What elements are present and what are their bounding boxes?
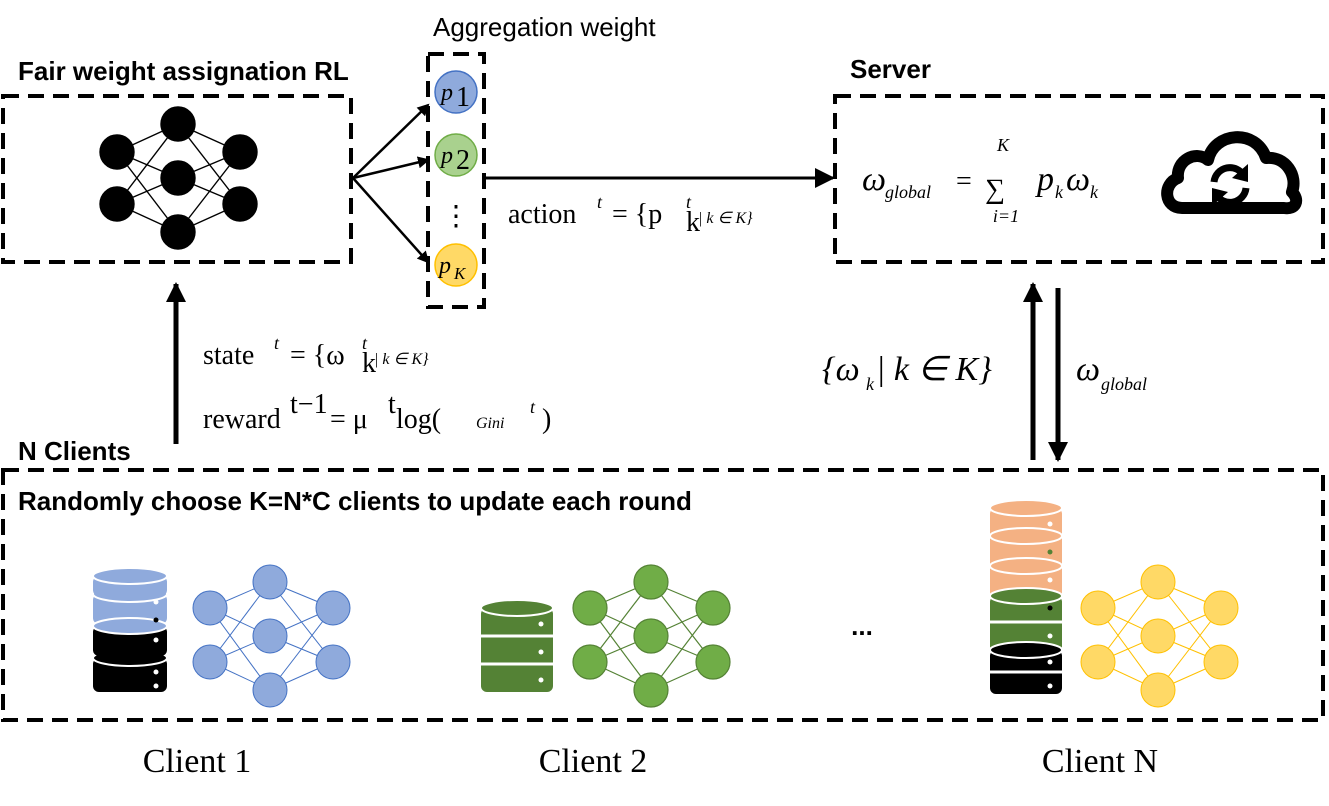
weight-p2-circle [434, 133, 478, 177]
weight-ellipsis: ⋮ [442, 201, 470, 232]
download-formula: ω global [1076, 351, 1147, 394]
server-title: Server [850, 54, 931, 84]
reward-log: log( [396, 404, 441, 435]
client-2-network [572, 564, 731, 708]
rl-output-arrows [352, 103, 430, 264]
upload-open: {ω [822, 351, 860, 388]
weight-p1-circle [434, 70, 478, 114]
clients-box [1, 468, 1325, 722]
reward-sup: t−1 [290, 389, 328, 420]
clients-ellipsis: ... [851, 611, 873, 641]
state-word: state [203, 340, 254, 371]
reward-gini-sup: t [530, 397, 536, 417]
sum-bottom: i=1 [993, 206, 1019, 226]
action-sup2: t [686, 192, 692, 212]
clients-title: N Clients [18, 436, 131, 466]
download-sub: global [1101, 374, 1147, 394]
aggregation-title: Aggregation weight [433, 12, 656, 42]
weight-pk: p K [434, 243, 478, 287]
client-1-label: Client 1 [143, 743, 252, 780]
state-rhs: = {ω [290, 340, 345, 371]
client-2-label: Client 2 [539, 743, 648, 780]
action-word: action [508, 199, 576, 230]
upload-formula: {ω k | k ∈ K} [822, 351, 992, 394]
weight-pk-label: p [437, 253, 451, 279]
download-omega: ω [1076, 351, 1100, 388]
reward-word: reward [203, 404, 281, 435]
action-formula: action t = {p k t | k ∈ K} [508, 192, 753, 238]
client-1-database [92, 567, 168, 692]
state-sup2: t [362, 333, 368, 353]
client-2-database [480, 599, 554, 692]
database-icon [989, 499, 1063, 694]
client-n-database [989, 499, 1063, 694]
state-sub: k [362, 348, 376, 379]
reward-formula: reward t−1 = μ t log( Gini t ) [203, 389, 551, 435]
weight-p2-sub: 2 [456, 145, 470, 176]
client-1-network [192, 564, 351, 708]
weight-p1: p 1 [434, 70, 478, 114]
global-aggregation-formula: ω global = ∑ K i=1 p k ω k [862, 135, 1099, 226]
client-n-network [1080, 564, 1239, 708]
server-box [833, 94, 1325, 264]
database-icon [92, 567, 168, 692]
client-n-label: Client N [1042, 743, 1158, 780]
database-icon [480, 599, 554, 692]
clients-subtitle: Randomly choose K=N*C clients to update … [18, 486, 692, 516]
global-omega-sub: global [885, 182, 931, 202]
weight-p2: p 2 [434, 133, 478, 177]
sum-term-p: p [1035, 161, 1054, 198]
action-sup: t [597, 192, 603, 212]
action-rhs: = {p [612, 199, 662, 230]
sum-sign: ∑ [985, 174, 1005, 205]
action-sub: k [686, 207, 700, 238]
neural-network-icon [99, 106, 258, 250]
weight-p2-label: p [439, 143, 453, 169]
upload-tail: | k ∈ K} [876, 351, 992, 388]
rl-box [1, 94, 353, 264]
state-tail: | k ∈ K} [374, 351, 429, 368]
upload-sub: k [866, 374, 875, 394]
sum-term-omega: ω [1066, 161, 1090, 198]
weight-p1-label: p [439, 80, 453, 106]
rl-title: Fair weight assignation RL [18, 56, 349, 86]
global-equals: = [956, 166, 972, 197]
weight-pk-circle [434, 243, 478, 287]
state-sup: t [274, 333, 280, 353]
reward-gini: Gini [476, 415, 504, 432]
weight-pk-sub: K [453, 264, 467, 283]
action-tail: | k ∈ K} [698, 210, 753, 227]
weight-p1-sub: 1 [456, 82, 470, 113]
reward-close: ) [542, 404, 551, 435]
global-omega: ω [862, 161, 886, 198]
sum-top: K [996, 135, 1010, 155]
reward-mu-sup: t [388, 389, 396, 420]
sum-term-p-sub: k [1055, 182, 1064, 202]
aggregation-box [426, 52, 486, 309]
reward-rhs: = μ [330, 404, 368, 435]
state-formula: state t = {ω k t | k ∈ K} [203, 333, 429, 379]
cloud-sync-icon [1161, 131, 1303, 215]
sum-term-omega-sub: k [1090, 182, 1099, 202]
